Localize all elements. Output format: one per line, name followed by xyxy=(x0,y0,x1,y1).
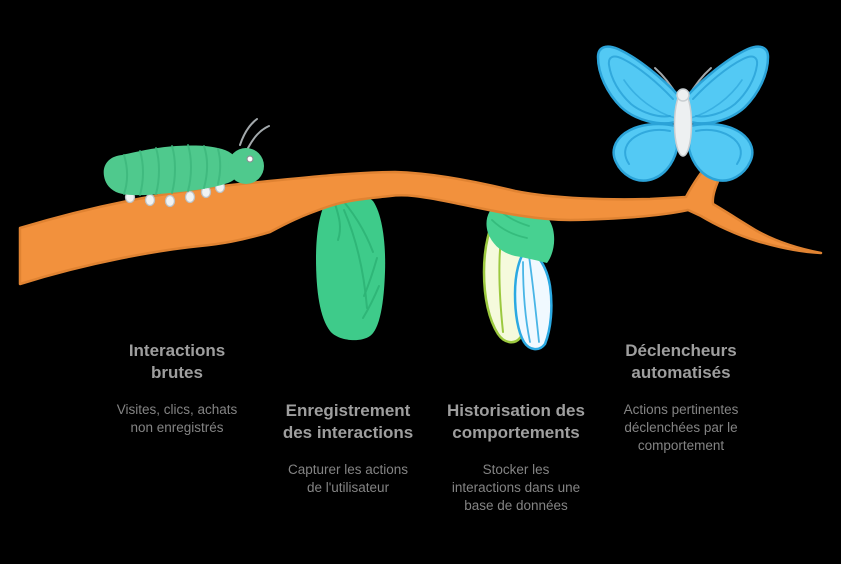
butterfly-lower-right-wing xyxy=(687,122,754,182)
stage-label-interaction-recording: Enregistrement des interactions Capturer… xyxy=(238,400,458,497)
caterpillar-icon xyxy=(103,118,270,208)
butterfly-icon xyxy=(596,45,770,182)
stage-description: Actions pertinentes déclenchées par le c… xyxy=(623,402,739,453)
emerging-wing-shape xyxy=(513,246,553,351)
chrysalis-icon xyxy=(316,191,386,341)
butterfly-lower-left-wing xyxy=(612,122,679,182)
caterpillar-head-shape xyxy=(228,148,264,184)
stage-label-behavior-history: Historisation des comportements Stocker … xyxy=(406,400,626,515)
stage-title: Déclencheurs automatisés xyxy=(625,341,737,382)
stage-title: Historisation des comportements xyxy=(447,401,585,442)
stage-description: Capturer les actions de l'utilisateur xyxy=(287,462,409,495)
caterpillar-eye xyxy=(246,155,254,163)
chrysalis-pod-shape xyxy=(316,191,386,341)
emerging-chrysalis-icon xyxy=(482,199,555,351)
stage-description: Visites, clics, achats non enregistrés xyxy=(116,402,238,435)
stage-label-raw-interactions: Interactions brutes Visites, clics, acha… xyxy=(67,340,287,437)
butterfly-head-shape xyxy=(676,88,690,102)
stage-label-automated-triggers: Déclencheurs automatisés Actions pertine… xyxy=(571,340,791,455)
stage-title: Enregistrement des interactions xyxy=(282,401,414,442)
stage-title: Interactions brutes xyxy=(128,341,226,382)
stage-description: Stocker les interactions dans une base d… xyxy=(451,462,581,513)
